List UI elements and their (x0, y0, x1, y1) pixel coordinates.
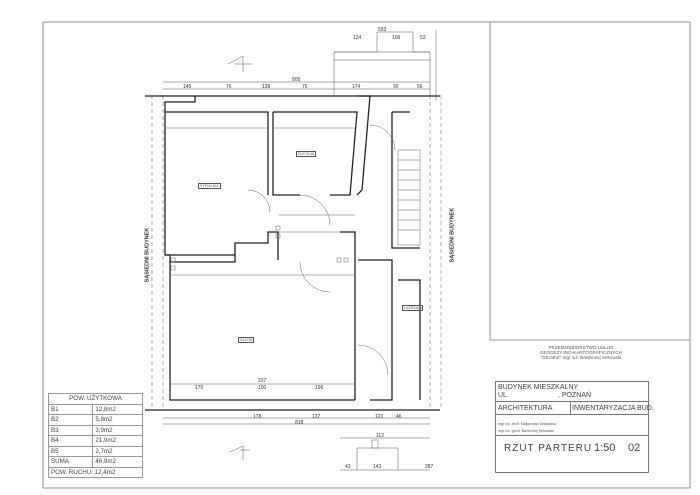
dim-label: 106 (392, 35, 401, 41)
room-id: B5 (47, 445, 94, 457)
stage: INWENTARYZACJA BUD. (572, 405, 654, 412)
dim-label: 137 (312, 414, 321, 420)
room-label: KUCHNIA (296, 151, 317, 157)
room-id: B3 (47, 424, 94, 436)
sheet-number: 02 (628, 442, 641, 454)
drawing-title: RZUT PARTERU (504, 443, 593, 454)
dim-label: 337 (258, 378, 267, 384)
company-line: "GEOBIZ" mgr inż. Bartłomiej Sekowski (540, 355, 622, 360)
dim-label: 112 (376, 433, 384, 439)
object-name: BUDYNEK MIESZKALNY (498, 384, 579, 391)
company-line: PRZEDSIĘBIORSTWO USŁUG (548, 345, 614, 350)
dim-label: 143 (373, 464, 382, 470)
address-city: , POZNAŃ (558, 392, 592, 399)
room-area: 12,8m2 (92, 403, 143, 415)
dim-label: 145 (183, 84, 192, 90)
dim-label: 139 (262, 84, 271, 90)
dim-label: 56 (417, 84, 423, 90)
room-area: 2,7m2 (92, 445, 143, 457)
dim-label: 53 (420, 35, 426, 41)
room-label: ŁAZIENKA (402, 305, 424, 311)
dim-label: 121 (375, 414, 384, 420)
room-label: SALON (238, 337, 255, 343)
dim-label: 593 (378, 27, 387, 33)
room-area: 5,8m2 (92, 414, 143, 426)
neighbor-label-left: SĄSIEDNI BUDYNEK (144, 227, 151, 283)
dim-label: 170 (195, 385, 204, 391)
company-line: GEODEZYJNO-KARTOGRAFICZNYCH (539, 350, 622, 355)
title-block: PRZEDSIĘBIORSTWO USŁUG GEODEZYJNO-KARTOG… (495, 345, 667, 473)
room-area: 46,9m2 (92, 456, 143, 468)
author: mgr inż. geod. Bartłomiej Sekowski (498, 429, 554, 433)
dim-label: 287 (425, 464, 434, 470)
address-street: UL. (498, 392, 509, 399)
room-area: 21,9m2 (92, 435, 143, 447)
dim-label: 100 (258, 385, 267, 391)
room-id: B4 (47, 435, 94, 447)
dim-label: 124 (353, 35, 362, 41)
dim-label: 174 (352, 84, 361, 90)
dim-top-total: 805 (292, 77, 301, 83)
area-table-title: POW. UŻYTKOWA (48, 393, 143, 405)
room-id: B2 (47, 414, 94, 426)
circulation-area: POW. RUCHU: 12,4m2 (48, 466, 143, 478)
sheet-frame (42, 21, 691, 489)
room-id: SUMA (47, 456, 94, 468)
dim-label: 196 (315, 385, 324, 391)
room-id: B1 (47, 403, 94, 415)
scale: 1:50 (594, 442, 616, 454)
dim-label: 818 (295, 420, 304, 426)
dim-label: 90 (393, 84, 399, 90)
dim-label: 46 (396, 414, 402, 420)
dim-label: 43 (345, 464, 351, 470)
dim-label: 178 (253, 414, 262, 420)
dim-label: 76 (302, 84, 308, 90)
branch: ARCHITEKTURA (498, 405, 553, 412)
room-label: SYPIALNIA (198, 183, 221, 189)
room-area: 3,9m2 (92, 424, 143, 436)
neighbor-label-right: SĄSIEDNI BUDYNEK (449, 207, 456, 263)
author: mgr inż. arch. Małgorzata Sekowska (498, 422, 556, 426)
dim-label: 76 (226, 84, 232, 90)
